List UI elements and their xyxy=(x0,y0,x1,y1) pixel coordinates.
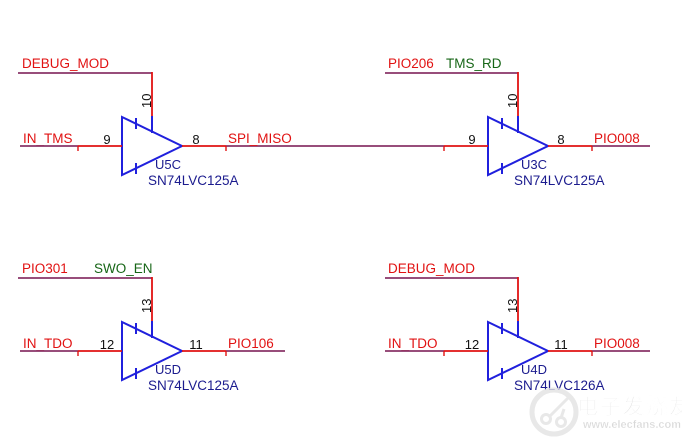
refdes-u3c: U3C xyxy=(521,157,547,172)
net-label-debug-mod: DEBUG_MOD xyxy=(388,261,475,276)
refdes-u5d: U5D xyxy=(155,362,181,377)
watermark: 电子发烧友 www.elecfans.com xyxy=(529,387,682,437)
net-label-in-tdo: IN_TDO xyxy=(23,336,73,351)
watermark-logo-dot-right xyxy=(555,416,567,428)
watermark-logo-ring xyxy=(529,387,579,437)
pin-number-output: 8 xyxy=(192,132,199,147)
pin-number-input: 9 xyxy=(468,132,475,147)
pin-number-enable: 10 xyxy=(139,94,154,108)
part-number-u3c: SN74LVC125A xyxy=(514,173,605,188)
net-label-pio008: PIO008 xyxy=(594,336,640,351)
pin-number-output: 11 xyxy=(554,337,568,352)
refdes-u5c: U5C xyxy=(155,157,181,172)
pin-number-input: 12 xyxy=(100,337,114,352)
net-label-in-tms: IN_TMS xyxy=(23,131,73,146)
watermark-logo-dot-left xyxy=(540,413,552,425)
watermark-logo-line xyxy=(548,395,571,418)
part-number-u5d: SN74LVC125A xyxy=(148,378,239,393)
net-label-pio008: PIO008 xyxy=(594,131,640,146)
gate-U3C: PIO206 TMS_RD 10 9 8 PIO008 U3C SN74LVC1… xyxy=(385,56,650,188)
pin-number-input: 12 xyxy=(465,337,479,352)
pin-number-enable: 13 xyxy=(505,299,520,313)
watermark-url-text: www.elecfans.com xyxy=(582,419,681,431)
net-label-pio106: PIO106 xyxy=(228,336,274,351)
watermark-brand-text: 电子发烧友 xyxy=(577,395,682,419)
part-number-u4d: SN74LVC126A xyxy=(514,378,605,393)
watermark-logo-icon xyxy=(529,387,579,437)
pin-number-enable: 13 xyxy=(139,299,154,313)
gate-U5C: DEBUG_MOD 10 IN_TMS 9 8 SPI_MISO U5C SN7… xyxy=(18,56,444,188)
net-label-tms-rd: TMS_RD xyxy=(446,56,502,71)
net-label-in-tdo: IN_TDO xyxy=(388,336,438,351)
pin-number-enable: 10 xyxy=(505,94,520,108)
net-label-spi-miso: SPI_MISO xyxy=(228,131,292,146)
net-label-debug-mod: DEBUG_MOD xyxy=(22,56,109,71)
watermark-logo-tick xyxy=(559,408,566,419)
gate-U4D: DEBUG_MOD 13 IN_TDO 12 11 PIO008 U4D SN7… xyxy=(385,261,650,393)
gate-U5D: PIO301 SWO_EN 13 IN_TDO 12 11 PIO106 U5D… xyxy=(18,261,285,393)
net-label-pio301: PIO301 xyxy=(22,261,68,276)
pin-number-output: 11 xyxy=(189,337,203,352)
net-label-pio206: PIO206 xyxy=(388,56,434,71)
refdes-u4d: U4D xyxy=(521,362,547,377)
net-label-swo-en: SWO_EN xyxy=(94,261,153,276)
pin-number-output: 8 xyxy=(557,132,564,147)
part-number-u5c: SN74LVC125A xyxy=(148,173,239,188)
pin-number-input: 9 xyxy=(103,132,110,147)
